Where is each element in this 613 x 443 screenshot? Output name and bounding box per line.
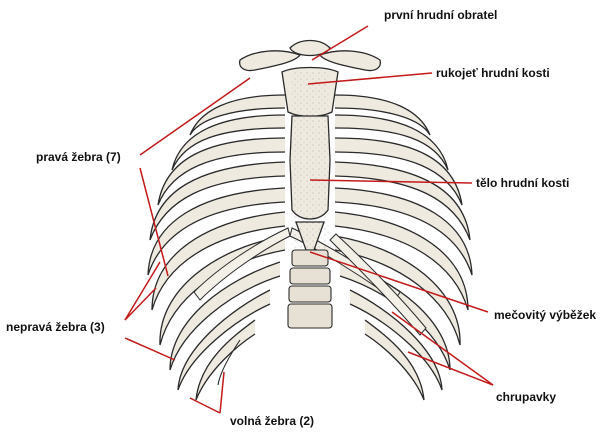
leader-prava-zebra-lower <box>139 167 169 277</box>
leader-volna-zebra-1 <box>189 397 221 414</box>
leader-prava-zebra <box>139 77 251 156</box>
ribs-left-side <box>334 94 473 401</box>
leader-neprava-zebra-2 <box>124 287 157 321</box>
leader-chrupavky-2 <box>407 351 494 386</box>
leader-lines <box>124 25 494 414</box>
clavicle-area <box>239 39 381 72</box>
label-mecovity-vybezek: mečovitý výběžek <box>494 308 597 322</box>
vertebral-column <box>287 249 333 329</box>
leader-neprava-zebra-3 <box>124 337 176 361</box>
sternum <box>281 66 339 252</box>
label-neprava-zebra: nepravá žebra (3) <box>6 320 105 334</box>
label-rukojet-hrudni-kosti: rukojeť hrudní kosti <box>436 66 550 80</box>
leader-prvni-hrudni-obratel <box>311 25 369 61</box>
leader-neprava-zebra-1 <box>124 261 161 321</box>
leader-mecovity-vybezek <box>309 251 489 313</box>
leader-rukojet-hrudni-kosti <box>307 72 433 85</box>
leader-volna-zebra-2 <box>219 371 225 414</box>
label-volna-zebra: volná žebra (2) <box>230 414 315 428</box>
label-chrupavky: chrupavky <box>496 390 557 404</box>
leader-chrupavky-1 <box>391 311 494 386</box>
leader-telo-hrudni-kosti <box>309 179 473 184</box>
label-telo-hrudni-kosti: tělo hrudní kosti <box>476 176 570 190</box>
label-prava-zebra: pravá žebra (7) <box>36 150 121 164</box>
label-prvni-hrudni-obratel: první hrudní obratel <box>384 8 498 22</box>
